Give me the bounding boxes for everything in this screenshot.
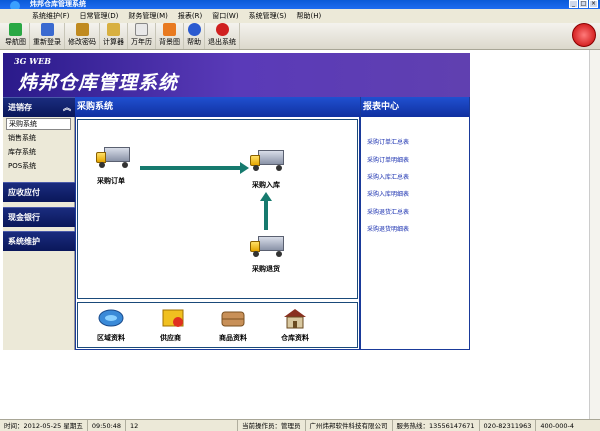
menu-system-manage[interactable]: 系统管理(S) xyxy=(248,12,287,20)
nav-item-sales[interactable]: 销售系统 xyxy=(8,134,36,142)
status-num: 12 xyxy=(126,419,239,431)
report-link-return-summary[interactable]: 采购退货汇总表 xyxy=(367,209,410,216)
menu-daily[interactable]: 日常管理(D) xyxy=(79,12,119,20)
report-link-order-summary[interactable]: 采购订单汇总表 xyxy=(367,139,410,146)
status-company: 广州炜邦软件科技有限公司 xyxy=(306,419,393,431)
report-link-stockin-detail[interactable]: 采购入库明细表 xyxy=(367,191,410,198)
supplier-icon[interactable] xyxy=(160,307,186,329)
warehouse-icon[interactable] xyxy=(282,307,308,329)
stock-in-truck-icon[interactable] xyxy=(250,147,288,173)
calculator-icon xyxy=(107,23,120,36)
menu-report[interactable]: 报表(R) xyxy=(177,12,203,20)
arrow-up-head-icon xyxy=(260,192,272,201)
report-link-stockin-summary[interactable]: 采购入库汇总表 xyxy=(367,174,410,181)
password-icon xyxy=(75,23,89,36)
purchase-order-truck-icon[interactable] xyxy=(96,144,134,170)
goods-icon[interactable] xyxy=(220,307,246,329)
status-operator: 当前操作员：管理员 xyxy=(238,419,306,431)
nav-section-system[interactable]: 系统维护 xyxy=(3,231,75,251)
change-password-button[interactable]: 修改密码 xyxy=(65,23,100,49)
report-link-return-detail[interactable]: 采购退货明细表 xyxy=(367,226,410,233)
nav-section-ar-ap[interactable]: 应收应付 xyxy=(3,182,75,202)
region-label[interactable]: 区域资料 xyxy=(97,334,125,342)
help-icon xyxy=(187,23,201,36)
banner-title: 炜邦仓库管理系统 xyxy=(18,72,179,94)
report-panel-title: 报表中心 xyxy=(361,97,469,117)
power-icon[interactable] xyxy=(572,23,596,47)
purchase-panel-title: 采购系统 xyxy=(75,97,360,117)
nav-item-inventory[interactable]: 库存系统 xyxy=(8,148,36,156)
background-icon xyxy=(163,23,176,36)
nav-section-cash-bank[interactable]: 现金银行 xyxy=(3,207,75,227)
status-phone2: 400-000-4 xyxy=(540,421,575,430)
toolbar: 导航图 重新登录 修改密码 计算器 万年历 背景图 帮助 退出系统 xyxy=(0,23,600,50)
arrow-right-head-icon xyxy=(240,162,249,174)
maximize-button[interactable]: □ xyxy=(579,0,588,8)
exit-icon xyxy=(215,23,229,36)
menu-bar: 系统维护(F) 日常管理(D) 财务管理(M) 报表(R) 窗口(W) 系统管理… xyxy=(0,9,600,23)
minimize-button[interactable]: _ xyxy=(569,0,578,8)
banner-subtitle: 3G WEB xyxy=(14,56,52,66)
nav-section-jxc[interactable]: 进销存︽ xyxy=(3,97,75,117)
status-hotline: 服务热线：13556147671 xyxy=(393,419,480,431)
report-panel xyxy=(360,97,470,350)
status-bar: 时间：2012-05-25 星期五 09:50:48 12 当前操作员：管理员 … xyxy=(0,419,600,431)
menu-finance[interactable]: 财务管理(M) xyxy=(128,12,168,20)
menu-system-maintain[interactable]: 系统维护(F) xyxy=(32,12,70,20)
supplier-label[interactable]: 供应商 xyxy=(160,334,181,342)
calendar-button[interactable]: 万年历 xyxy=(128,23,156,49)
window-controls: _ □ × xyxy=(569,0,598,9)
status-clock: 09:50:48 xyxy=(88,419,127,431)
background-button[interactable]: 背景图 xyxy=(156,23,184,49)
status-date: 时间：2012-05-25 星期五 xyxy=(0,419,88,431)
return-label[interactable]: 采购退货 xyxy=(252,265,280,273)
collapse-icon[interactable]: ︽ xyxy=(63,103,71,112)
status-phone: 020-82311963 xyxy=(480,419,537,431)
calculator-button[interactable]: 计算器 xyxy=(100,23,128,49)
title-bar xyxy=(0,0,600,9)
exit-button[interactable]: 退出系统 xyxy=(205,23,240,49)
basic-data-area xyxy=(77,302,358,348)
flow-arrow-up xyxy=(264,200,268,230)
help-button[interactable]: 帮助 xyxy=(184,23,205,49)
window-title: 炜邦仓库管理系统 xyxy=(30,0,86,8)
banner xyxy=(3,53,470,97)
stock-in-label[interactable]: 采购入库 xyxy=(252,181,280,189)
nav-item-pos[interactable]: POS系统 xyxy=(8,162,37,170)
calendar-icon xyxy=(135,23,148,36)
warehouse-label[interactable]: 仓库资料 xyxy=(281,334,309,342)
relogin-icon xyxy=(40,23,54,36)
purchase-flow-area xyxy=(77,119,358,299)
menu-window[interactable]: 窗口(W) xyxy=(212,12,239,20)
purchase-panel xyxy=(75,97,360,350)
purchase-order-label[interactable]: 采购订单 xyxy=(97,177,125,185)
navigation-icon xyxy=(9,23,22,36)
return-truck-icon[interactable] xyxy=(250,233,288,259)
nav-item-purchase[interactable]: 采购系统 xyxy=(6,118,71,130)
left-nav: 进销存︽ 采购系统 销售系统 库存系统 POS系统 应收应付 现金银行 系统维护 xyxy=(3,97,75,350)
menu-help[interactable]: 帮助(H) xyxy=(296,12,322,20)
goods-label[interactable]: 商品资料 xyxy=(219,334,247,342)
relogin-button[interactable]: 重新登录 xyxy=(30,23,65,49)
report-link-order-detail[interactable]: 采购订单明细表 xyxy=(367,157,410,164)
vertical-scrollbar[interactable] xyxy=(589,50,600,419)
flow-arrow-right xyxy=(140,166,240,170)
navigation-button[interactable]: 导航图 xyxy=(2,23,30,49)
close-button[interactable]: × xyxy=(589,0,598,8)
region-icon[interactable] xyxy=(98,307,124,329)
